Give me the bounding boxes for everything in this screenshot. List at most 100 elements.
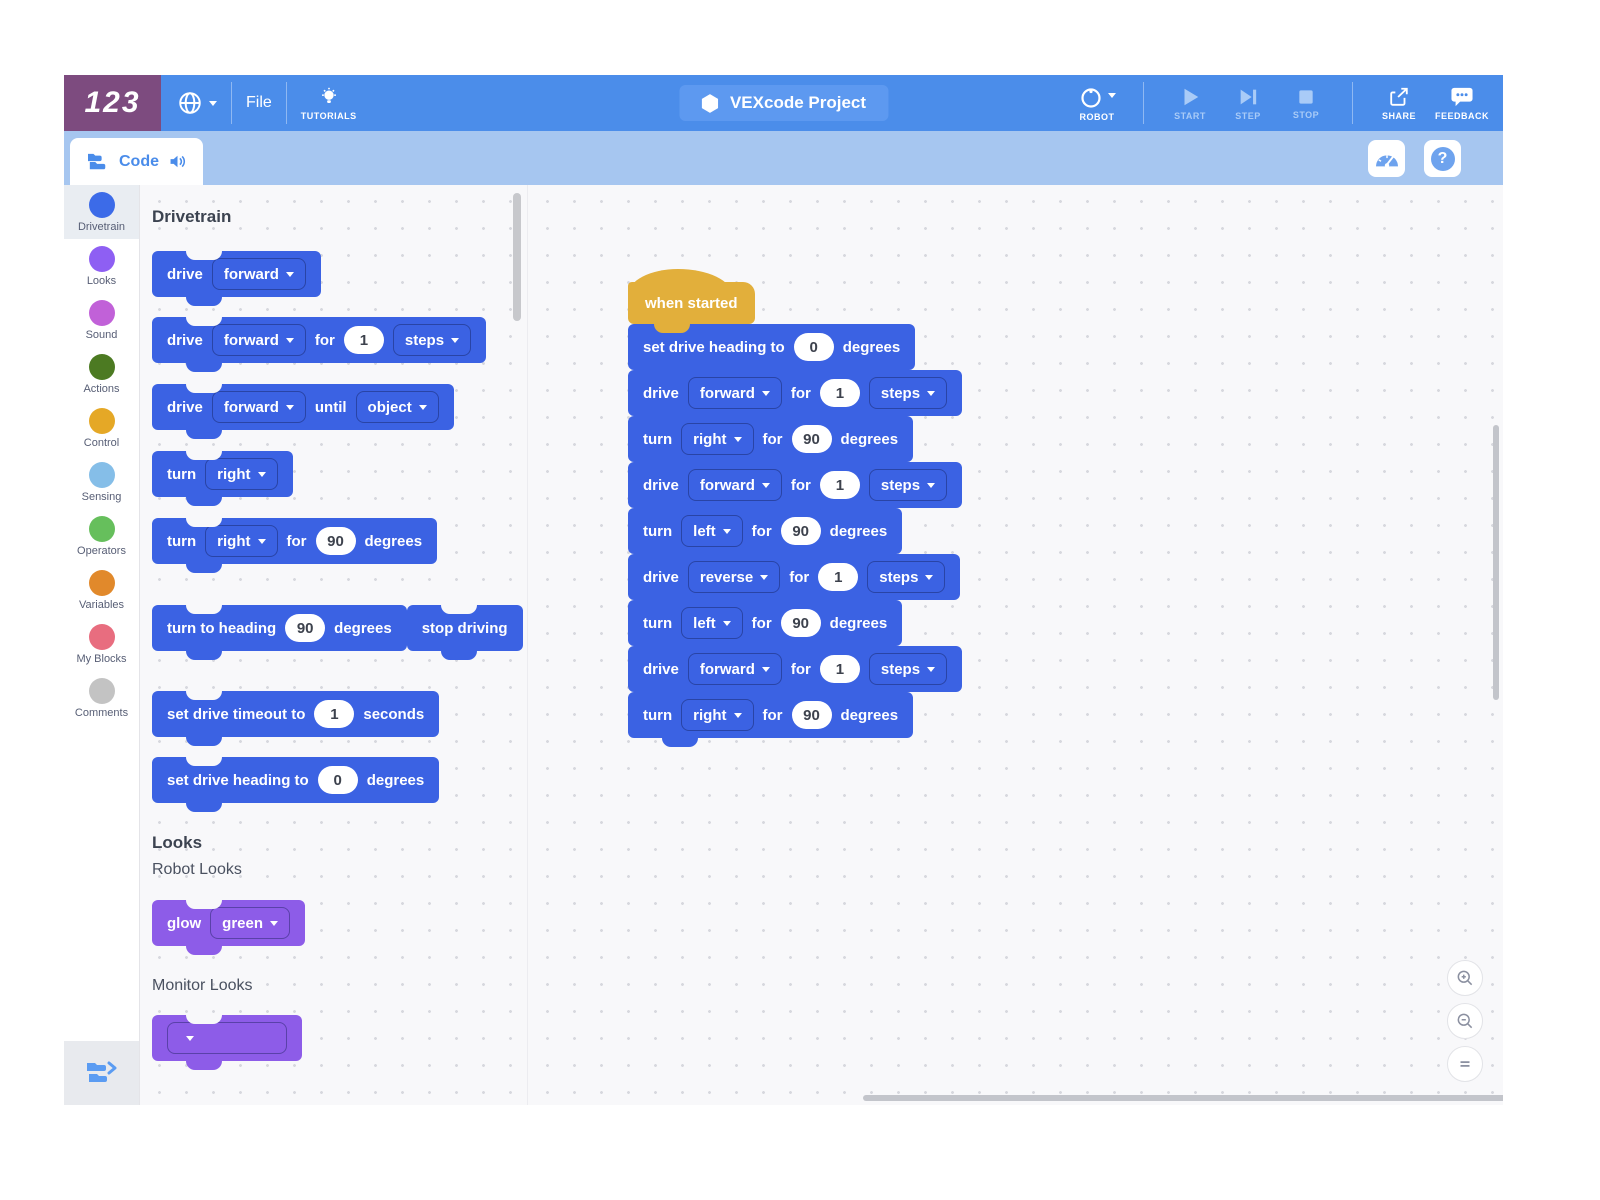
dropdown-value: steps <box>880 660 921 678</box>
category-variables[interactable]: Variables <box>64 563 139 617</box>
category-color-dot <box>88 678 115 704</box>
block-dropdown[interactable]: steps <box>868 653 948 685</box>
zoom-out-button[interactable] <box>1447 1003 1483 1039</box>
category-drivetrain[interactable]: Drivetrain <box>64 185 139 239</box>
palette-collapse-toggle[interactable] <box>64 1041 139 1105</box>
category-actions[interactable]: Actions <box>64 347 139 401</box>
share-button[interactable]: SHARE <box>1373 86 1425 121</box>
block-dropdown[interactable]: forward <box>687 469 782 501</box>
block-number-input[interactable]: 90 <box>315 527 356 555</box>
tutorials-button[interactable]: TUTORIALS <box>301 86 357 121</box>
chevron-down-icon <box>418 404 427 410</box>
block-label: degrees <box>364 532 423 550</box>
block-dropdown[interactable]: right <box>205 458 278 490</box>
dropdown-value: forward <box>223 331 279 349</box>
block-number-input[interactable]: 1 <box>818 563 859 591</box>
block-dropdown[interactable]: green <box>210 907 291 939</box>
step-button[interactable]: STEP <box>1222 86 1274 121</box>
block-number-input[interactable]: 1 <box>343 326 384 354</box>
block-number-input[interactable]: 90 <box>780 609 821 637</box>
block-dropdown[interactable]: object <box>355 391 439 423</box>
stop-button[interactable]: STOP <box>1280 87 1332 120</box>
block-number-input[interactable]: 90 <box>791 425 832 453</box>
project-title-button[interactable]: VEXcode Project <box>678 85 889 121</box>
horizontal-scrollbar[interactable] <box>863 1095 1503 1101</box>
block-dropdown[interactable]: forward <box>687 377 782 409</box>
zoom-in-button[interactable] <box>1447 960 1483 996</box>
block-number-input[interactable]: 1 <box>819 379 860 407</box>
block-dropdown[interactable]: forward <box>211 258 306 290</box>
category-sensing[interactable]: Sensing <box>64 455 139 509</box>
block-number-input[interactable]: 90 <box>285 614 326 642</box>
block-dropdown[interactable]: steps <box>392 324 472 356</box>
category-control[interactable]: Control <box>64 401 139 455</box>
block-dropdown[interactable]: forward <box>687 653 782 685</box>
category-looks[interactable]: Looks <box>64 239 139 293</box>
block-dropdown[interactable]: steps <box>868 469 948 501</box>
block-number-input[interactable]: 1 <box>819 471 860 499</box>
block-dropdown[interactable]: left <box>681 607 743 639</box>
chevron-down-icon <box>733 436 742 442</box>
block-number-input[interactable]: 1 <box>819 655 860 683</box>
dropdown-value: forward <box>223 265 279 283</box>
block-dropdown[interactable]: right <box>205 525 278 557</box>
feedback-button[interactable]: FEEDBACK <box>1431 86 1493 121</box>
when-started-hat-block[interactable]: when started <box>628 269 755 333</box>
category-color-dot <box>88 246 115 272</box>
palette-block[interactable]: stop driving <box>406 605 523 660</box>
category-sound[interactable]: Sound <box>64 293 139 347</box>
language-menu[interactable] <box>177 90 217 116</box>
block-dropdown[interactable]: steps <box>867 561 946 593</box>
block-number-input[interactable]: 90 <box>780 517 821 545</box>
block-number-input[interactable]: 1 <box>314 700 355 728</box>
block-number-input[interactable]: 0 <box>793 333 834 361</box>
category-color-dot <box>88 624 115 650</box>
category-color-dot <box>88 408 115 434</box>
block-dropdown[interactable]: forward <box>211 391 306 423</box>
category-operators[interactable]: Operators <box>64 509 139 563</box>
block-dropdown[interactable]: forward <box>211 324 306 356</box>
reset-zoom-button[interactable] <box>1447 1046 1483 1082</box>
block-number-input[interactable]: 0 <box>317 766 358 794</box>
robot-connect-button[interactable]: ROBOT <box>1071 85 1123 122</box>
block-label: drive <box>643 568 679 586</box>
block-dropdown[interactable]: right <box>681 423 754 455</box>
dashboard-gauge-button[interactable] <box>1368 140 1405 177</box>
palette-scrollbar[interactable] <box>513 193 521 321</box>
vertical-scrollbar[interactable] <box>1493 425 1499 700</box>
block-dropdown[interactable] <box>167 1022 287 1054</box>
block-dropdown[interactable]: reverse <box>687 561 781 593</box>
chevron-down-icon <box>733 712 742 718</box>
file-menu[interactable]: File <box>246 94 272 111</box>
stop-label: STOP <box>1292 109 1320 120</box>
block-number-input[interactable]: 90 <box>791 701 832 729</box>
palette-block[interactable] <box>152 1015 302 1070</box>
block-dropdown[interactable]: steps <box>868 377 948 409</box>
tab-code[interactable]: Code <box>70 138 203 185</box>
category-my-blocks[interactable]: My Blocks <box>64 617 139 671</box>
category-comments[interactable]: Comments <box>64 671 139 725</box>
block-dropdown[interactable]: left <box>681 515 743 547</box>
start-button[interactable]: START <box>1164 86 1216 121</box>
block-dropdown[interactable]: right <box>681 699 754 731</box>
help-button[interactable]: ? <box>1424 140 1461 177</box>
